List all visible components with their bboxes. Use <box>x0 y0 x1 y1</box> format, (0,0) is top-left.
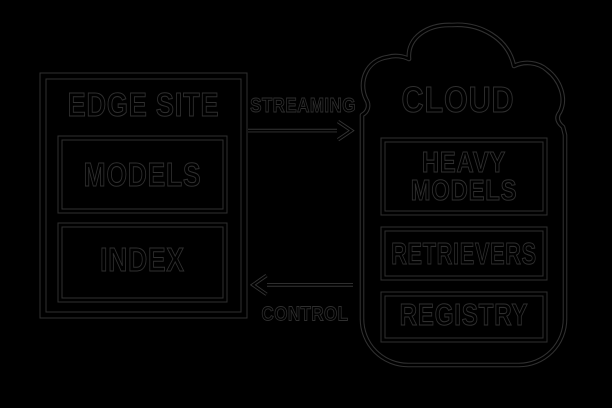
edge-site-title: EDGE SITE <box>68 88 220 124</box>
retrievers-box: RETRIEVERS <box>380 226 548 281</box>
registry-border-outer <box>380 291 548 343</box>
registry-border-inner <box>384 295 544 339</box>
index-border-outer <box>57 222 228 303</box>
models-border-outer <box>57 135 228 214</box>
cloud-outline-inner <box>360 23 567 367</box>
index-label: INDEX <box>100 242 185 278</box>
retrievers-label: RETRIEVERS <box>391 236 537 271</box>
heavy-models-label-line1: HEAVY <box>422 146 506 179</box>
cloud-shape: CLOUD HEAVY MODELS RETRIEVERS <box>359 22 568 368</box>
models-box: MODELS <box>57 135 228 214</box>
streaming-arrow-head <box>336 120 355 142</box>
heavy-models-border-inner <box>384 141 544 212</box>
edge-site-box: EDGE SITE MODELS INDEX <box>39 72 248 319</box>
edge-site-border-outer <box>39 72 248 319</box>
registry-label: REGISTRY <box>400 297 529 332</box>
control-arrow-head <box>249 274 268 296</box>
edge-site-border-inner <box>45 78 242 313</box>
registry-box: REGISTRY <box>380 291 548 343</box>
streaming-label: STREAMING <box>250 94 356 117</box>
cloud-title: CLOUD <box>402 81 515 121</box>
control-flow: CONTROL <box>249 274 353 325</box>
index-box: INDEX <box>57 222 228 303</box>
models-label: MODELS <box>84 157 202 193</box>
heavy-models-box: HEAVY MODELS <box>380 137 548 216</box>
streaming-arrow-head-inner <box>337 120 354 141</box>
retrievers-border-outer <box>380 226 548 281</box>
streaming-flow: STREAMING <box>248 93 356 142</box>
index-border-inner <box>61 226 224 299</box>
heavy-models-border-outer <box>380 137 548 216</box>
heavy-models-label-line2: MODELS <box>411 174 518 207</box>
control-label: CONTROL <box>262 302 349 325</box>
control-arrow-head-inner <box>251 274 268 296</box>
models-border-inner <box>61 139 224 210</box>
retrievers-border-inner <box>384 230 544 277</box>
